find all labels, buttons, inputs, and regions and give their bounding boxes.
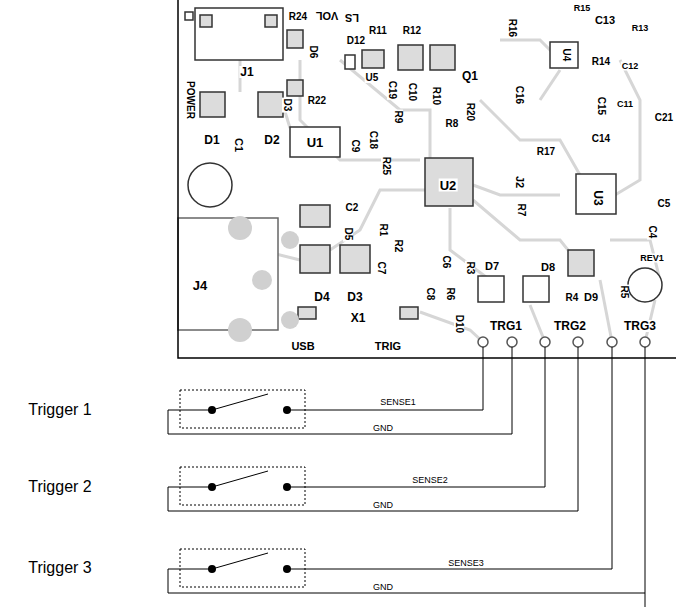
part-designator: J1 bbox=[239, 66, 254, 78]
part-designator: U1 bbox=[306, 136, 325, 149]
part-designator: J2 bbox=[514, 175, 525, 189]
part-designator: C11 bbox=[616, 100, 634, 109]
part-designator: R2 bbox=[393, 239, 403, 254]
pcb-traces bbox=[240, 40, 660, 342]
part-designator: U5 bbox=[365, 73, 380, 83]
part-designator: C14 bbox=[591, 134, 611, 144]
part-designator: U2 bbox=[439, 179, 458, 192]
part-designator: TRIG bbox=[374, 341, 402, 352]
part-designator: POWER bbox=[185, 80, 195, 120]
part-designator: R17 bbox=[536, 147, 556, 157]
part-designator: R10 bbox=[431, 86, 441, 106]
part-designator: C4 bbox=[647, 225, 657, 240]
part-designator: D10 bbox=[454, 314, 464, 334]
part-designator: D3 bbox=[282, 98, 292, 113]
part-designator: C1 bbox=[233, 137, 244, 153]
part-designator: R7 bbox=[516, 203, 526, 218]
part-designator: C12 bbox=[621, 62, 640, 71]
switch-contacts bbox=[208, 406, 291, 573]
part-designator: D3 bbox=[346, 291, 363, 303]
part-designator: D1 bbox=[203, 134, 220, 146]
part-designator: R25 bbox=[381, 156, 391, 176]
pcb-components bbox=[178, 8, 662, 330]
part-designator: R1 bbox=[378, 223, 388, 238]
part-designator: TRG3 bbox=[623, 320, 657, 332]
signal-name: GND bbox=[373, 424, 393, 433]
part-designator: VOL bbox=[315, 10, 340, 21]
part-designator: C8 bbox=[425, 287, 435, 302]
part-designator: D12 bbox=[346, 36, 366, 46]
part-designator: C19 bbox=[387, 80, 397, 100]
part-designator: C9 bbox=[350, 139, 360, 154]
part-designator: R20 bbox=[465, 102, 475, 122]
part-designator: C2 bbox=[345, 203, 360, 213]
part-designator: C13 bbox=[594, 15, 616, 26]
part-designator: R8 bbox=[445, 119, 460, 129]
part-designator: R3 bbox=[465, 261, 475, 276]
j4-shell bbox=[228, 216, 299, 342]
part-designator: TRG2 bbox=[553, 320, 587, 332]
part-designator: C16 bbox=[514, 85, 524, 105]
part-designator: R11 bbox=[368, 26, 388, 36]
trigger-name: Trigger 2 bbox=[28, 479, 91, 495]
part-designator: R13 bbox=[631, 24, 650, 33]
signal-name: GND bbox=[373, 501, 393, 510]
part-designator: D6 bbox=[308, 45, 318, 60]
part-designator: D8 bbox=[540, 262, 556, 273]
part-designator: C18 bbox=[368, 130, 378, 150]
part-designator: R24 bbox=[288, 12, 308, 22]
trigger-name: Trigger 1 bbox=[28, 402, 91, 418]
part-designator: R22 bbox=[307, 96, 327, 106]
part-designator: C7 bbox=[376, 261, 386, 276]
part-designator: C5 bbox=[657, 199, 672, 209]
part-designator: D9 bbox=[583, 292, 599, 303]
part-designator: R5 bbox=[619, 285, 629, 300]
part-designator: Q1 bbox=[461, 70, 479, 82]
part-designator: REV1 bbox=[639, 254, 665, 263]
part-designator: R14 bbox=[591, 57, 611, 67]
trigger-wiring bbox=[168, 347, 645, 607]
signal-name: SENSE3 bbox=[448, 559, 484, 568]
part-designator: USB bbox=[290, 341, 315, 352]
part-designator: R16 bbox=[507, 18, 517, 38]
board-edge bbox=[178, 0, 676, 358]
part-designator: U3 bbox=[592, 189, 604, 206]
part-designator: X1 bbox=[350, 312, 367, 324]
part-designator: TRG1 bbox=[489, 320, 523, 332]
part-designator: R9 bbox=[393, 110, 403, 125]
part-designator: U4 bbox=[561, 48, 571, 63]
signal-name: GND bbox=[373, 583, 393, 592]
part-designator: D5 bbox=[343, 227, 353, 242]
part-designator: R15 bbox=[573, 4, 592, 13]
header-pins bbox=[478, 337, 650, 347]
part-designator: C6 bbox=[441, 255, 451, 270]
part-designator: C15 bbox=[596, 96, 606, 116]
part-designator: C21 bbox=[654, 113, 674, 123]
part-designator: C10 bbox=[407, 82, 417, 102]
part-designator: R4 bbox=[565, 293, 580, 303]
part-designator: R12 bbox=[402, 26, 422, 36]
part-designator: D2 bbox=[263, 134, 280, 146]
trigger-name: Trigger 3 bbox=[28, 560, 91, 576]
part-designator: R6 bbox=[445, 287, 455, 302]
part-designator: LS bbox=[344, 12, 360, 23]
part-designator: D7 bbox=[484, 261, 500, 272]
signal-name: SENSE1 bbox=[380, 398, 416, 407]
signal-name: SENSE2 bbox=[412, 476, 448, 485]
part-designator: D4 bbox=[313, 291, 330, 303]
part-designator: J4 bbox=[192, 279, 208, 292]
